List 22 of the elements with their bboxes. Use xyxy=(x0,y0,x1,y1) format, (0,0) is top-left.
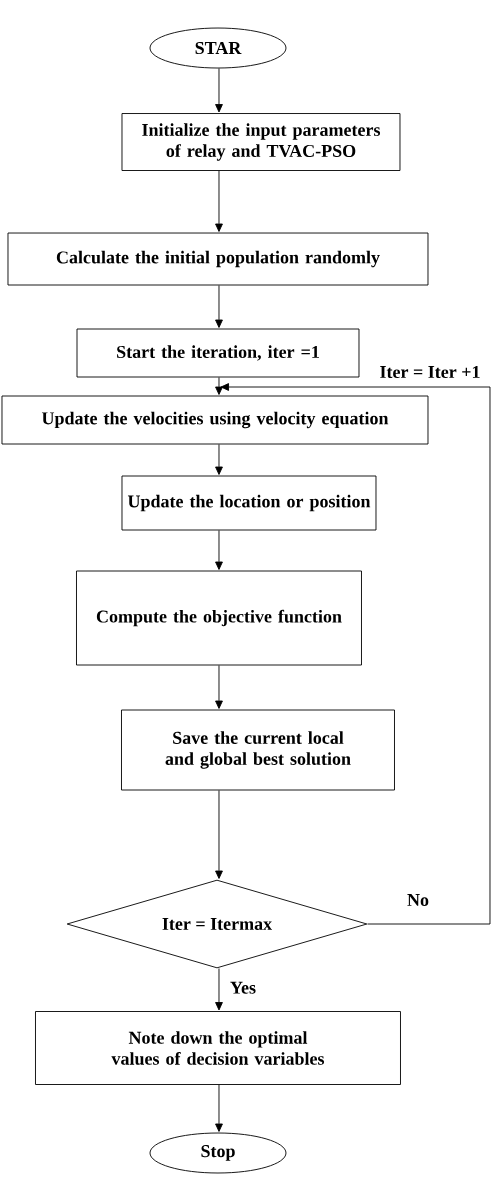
process-box: Calculate the initial population randomly xyxy=(7,232,429,286)
process-box: Update the location or position xyxy=(121,475,377,531)
arrow xyxy=(215,790,223,879)
arrow xyxy=(215,68,223,113)
arrow xyxy=(215,530,223,570)
loop-label: Iter = Iter +1 xyxy=(380,366,480,379)
process-box: Initialize the input parameters of relay and TVAC-PSO xyxy=(121,113,401,171)
arrow xyxy=(215,170,223,232)
arrow xyxy=(215,377,223,395)
arrow xyxy=(220,383,491,925)
process-box: Save the current local and global best solution xyxy=(121,709,395,791)
edge-label: Yes xyxy=(230,981,256,994)
process-box: Compute the objective function xyxy=(76,570,362,666)
process-box: Note down the optimal values of decision variables xyxy=(35,1011,401,1085)
edge-label: No xyxy=(407,894,429,906)
arrow xyxy=(215,444,223,475)
arrow xyxy=(215,665,223,709)
arrow xyxy=(215,285,223,328)
process-box: Update the velocities using velocity equation xyxy=(1,395,429,445)
arrow xyxy=(215,1084,223,1132)
arrow xyxy=(215,968,223,1011)
process-box: Start the iteration, iter =1 xyxy=(76,328,360,378)
